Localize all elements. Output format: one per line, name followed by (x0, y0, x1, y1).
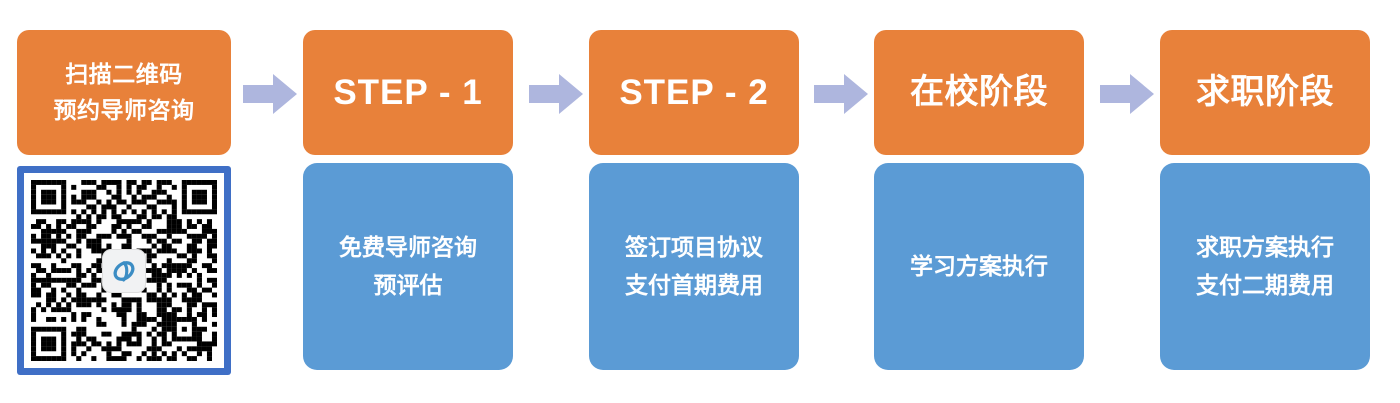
step-header-label-step-1: STEP - 1 (333, 72, 483, 112)
step-header-label-scan-qr: 扫描二维码 预约导师咨询 (53, 60, 195, 123)
arrow-right-icon-3 (814, 72, 868, 116)
step-body-card-job-seeking-stage[interactable]: 求职方案执行 支付二期费用 (1160, 163, 1370, 370)
step-header-label-step-2: STEP - 2 (619, 72, 769, 112)
step-header-card-on-campus-stage[interactable]: 在校阶段 (874, 30, 1084, 155)
step-body-card-step-2[interactable]: 签订项目协议 支付首期费用 (589, 163, 799, 370)
step-header-label-job-seeking-stage: 求职阶段 (1196, 73, 1334, 112)
arrow-right-icon-4 (1100, 72, 1154, 116)
flow-column-job-seeking-stage: 求职阶段求职方案执行 支付二期费用 (1160, 0, 1370, 403)
flow-column-scan-qr: 扫描二维码 预约导师咨询 (17, 0, 231, 403)
flow-column-step-1: STEP - 1 免费导师咨询 预评估 (303, 0, 513, 403)
step-header-card-step-1[interactable]: STEP - 1 (303, 30, 513, 155)
step-header-label-on-campus-stage: 在校阶段 (910, 73, 1048, 112)
flow-column-on-campus-stage: 在校阶段学习方案执行 (874, 0, 1084, 403)
step-header-card-job-seeking-stage[interactable]: 求职阶段 (1160, 30, 1370, 155)
step-body-card-on-campus-stage[interactable]: 学习方案执行 (874, 163, 1084, 370)
step-body-card-step-1[interactable]: 免费导师咨询 预评估 (303, 163, 513, 370)
arrow-right-icon-1 (243, 72, 297, 116)
step-body-label-step-1: 免费导师咨询 预评估 (339, 234, 477, 298)
step-body-label-job-seeking-stage: 求职方案执行 支付二期费用 (1196, 234, 1334, 298)
brand-swirl-logo-icon (102, 248, 146, 293)
step-header-card-scan-qr[interactable]: 扫描二维码 预约导师咨询 (17, 30, 231, 155)
step-body-label-step-2: 签订项目协议 支付首期费用 (625, 234, 763, 298)
step-body-label-on-campus-stage: 学习方案执行 (910, 252, 1048, 279)
arrow-right-icon-2 (529, 72, 583, 116)
step-header-card-step-2[interactable]: STEP - 2 (589, 30, 799, 155)
qr-code-matrix (24, 173, 224, 368)
qr-code-icon[interactable] (17, 166, 231, 375)
flow-column-step-2: STEP - 2 签订项目协议 支付首期费用 (589, 0, 799, 403)
